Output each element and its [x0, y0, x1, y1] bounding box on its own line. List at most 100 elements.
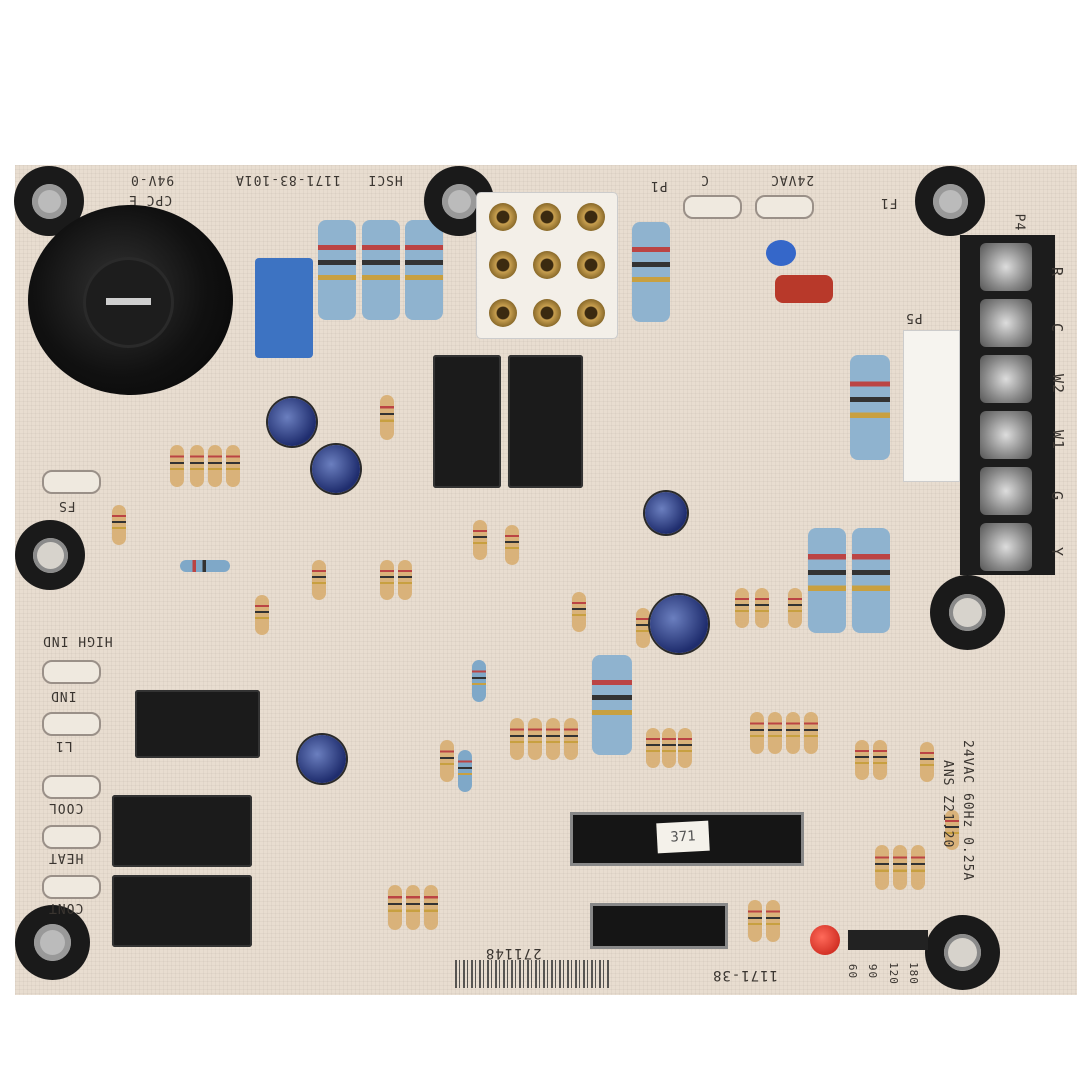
board-code: 1171-38	[712, 967, 779, 983]
resistor	[786, 712, 800, 754]
main-harness-connector[interactable]	[477, 193, 617, 338]
mounting-hole	[15, 520, 85, 590]
resistor	[646, 728, 660, 768]
terminal-label-w2: W2	[1049, 373, 1068, 395]
resistor	[406, 885, 420, 930]
chip-sticker: 371	[656, 820, 710, 854]
label-l1: L1	[55, 738, 73, 753]
resistor	[750, 712, 764, 754]
terminal-screw-r[interactable]	[980, 243, 1032, 291]
resistor	[405, 220, 443, 320]
electrolytic-capacitor	[645, 492, 687, 534]
fuse-label-c: C	[700, 172, 709, 187]
resistor	[180, 560, 230, 572]
part-number: 1171-83-101A	[235, 172, 341, 187]
resistor	[398, 560, 412, 600]
resistor	[226, 445, 240, 487]
delay-option-180: 180	[906, 962, 920, 985]
relay	[135, 690, 260, 758]
resistor	[510, 718, 524, 760]
resistor	[662, 728, 676, 768]
terminal-l1[interactable]	[42, 775, 101, 799]
serial-number: 271148	[485, 945, 542, 961]
terminal-screw-w2[interactable]	[980, 355, 1032, 403]
relay-heat	[112, 875, 252, 947]
connector-pin	[577, 251, 605, 279]
connector-pin	[533, 251, 561, 279]
connector-p5[interactable]	[903, 330, 960, 482]
terminal-label-r: R	[1048, 266, 1067, 278]
terminal-screw-c[interactable]	[980, 299, 1032, 347]
connector-pin	[489, 251, 517, 279]
fuse-clip	[755, 195, 814, 219]
resistor	[768, 712, 782, 754]
relay-k2	[508, 355, 583, 488]
terminal-block-label: P4	[1011, 213, 1027, 232]
rating-line1: ANS Z21.20	[940, 760, 955, 849]
label-cool: COOL	[48, 800, 84, 815]
resistor	[473, 520, 487, 560]
electrolytic-capacitor	[268, 398, 316, 446]
relay-cool	[112, 795, 252, 867]
resistor	[875, 845, 889, 890]
film-capacitor	[255, 258, 313, 358]
terminal-label-c: C	[1048, 322, 1067, 334]
terminal-screw-w1[interactable]	[980, 411, 1032, 459]
resistor	[440, 740, 454, 782]
label-ind: IND	[50, 688, 77, 703]
resistor	[170, 445, 184, 487]
fuse-label-f1: F1	[880, 195, 898, 210]
film-capacitor	[775, 275, 833, 303]
electrolytic-capacitor	[312, 445, 360, 493]
transformer	[28, 205, 233, 395]
resistor	[755, 588, 769, 628]
blower-delay-jumper[interactable]	[848, 930, 928, 950]
terminal-screw-y[interactable]	[980, 523, 1032, 571]
resistor	[850, 355, 890, 460]
barcode	[455, 960, 610, 988]
terminal-cool[interactable]	[42, 825, 101, 849]
connector-pin	[533, 203, 561, 231]
resistor	[190, 445, 204, 487]
ceramic-capacitor	[766, 240, 796, 266]
transformer-core	[86, 260, 171, 345]
terminal-ind[interactable]	[42, 712, 101, 736]
resistor	[632, 222, 670, 322]
label-high-ind: HIGH IND	[42, 633, 113, 648]
resistor	[112, 505, 126, 545]
resistor	[546, 718, 560, 760]
ic-chip	[590, 903, 728, 949]
rating-line2: 24VAC 60Hz 0.25A	[960, 740, 975, 882]
resistor	[424, 885, 438, 930]
resistor	[564, 718, 578, 760]
terminal-label-g: G	[1048, 490, 1067, 502]
status-led	[810, 925, 840, 955]
resistor	[472, 660, 486, 702]
terminal-heat[interactable]	[42, 875, 101, 899]
resistor	[735, 588, 749, 628]
label-cont: CONT	[48, 900, 84, 915]
resistor	[362, 220, 400, 320]
terminal-label-y: Y	[1048, 546, 1067, 558]
fuse-label-24vac: 24VAC	[770, 172, 815, 187]
silkscreen-part-number: HSCI 1171-83-101A	[235, 172, 403, 187]
resistor	[920, 742, 934, 782]
resistor	[505, 525, 519, 565]
resistor	[636, 608, 650, 648]
connector-pin	[489, 299, 517, 327]
terminal-fs[interactable]	[42, 470, 101, 494]
terminal-high-ind[interactable]	[42, 660, 101, 684]
resistor	[788, 588, 802, 628]
fuse-clip	[683, 195, 742, 219]
electrolytic-capacitor	[298, 735, 346, 783]
terminal-screw-g[interactable]	[980, 467, 1032, 515]
connector-pin	[577, 299, 605, 327]
resistor	[318, 220, 356, 320]
label-fs: FS	[58, 498, 76, 513]
resistor	[855, 740, 869, 780]
mounting-hole	[14, 166, 84, 236]
resistor	[873, 740, 887, 780]
connector-pin	[533, 299, 561, 327]
relay-k1	[433, 355, 501, 488]
resistor	[808, 528, 846, 633]
